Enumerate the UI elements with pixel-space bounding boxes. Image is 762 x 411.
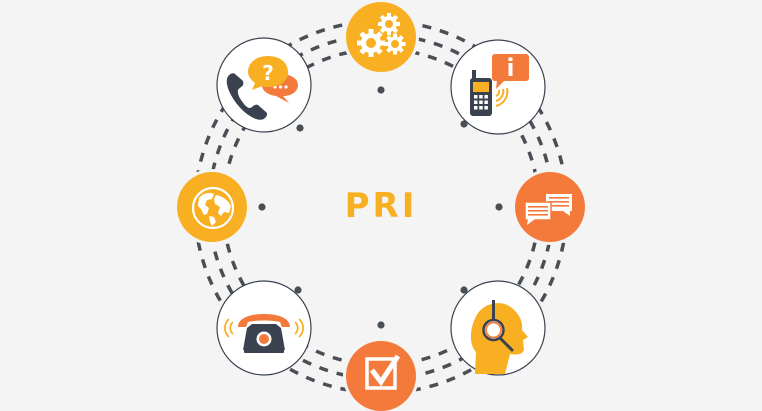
gears-icon: [357, 13, 406, 57]
checkbox-icon: [365, 354, 401, 390]
ringing-telephone-icon: [224, 314, 304, 353]
dot: [460, 286, 468, 294]
dot: [377, 321, 385, 329]
node-global: [174, 169, 250, 245]
dot: [495, 203, 503, 211]
dot: [294, 286, 302, 294]
mobile-phone-info-icon: [470, 54, 529, 116]
node-settings: [343, 0, 419, 75]
node-mobile-info: [450, 39, 546, 135]
node-checklist: [343, 338, 419, 411]
dot: [460, 120, 468, 128]
node-desk-phone: [216, 280, 312, 376]
node-phone-faq: ?: [216, 37, 312, 133]
globe-icon: [191, 186, 235, 230]
dot: [258, 203, 266, 211]
chat-bubbles-icon: [524, 194, 572, 225]
center-label: PRI: [344, 186, 418, 226]
headset-agent-icon: [470, 300, 528, 374]
inner-dots: [258, 86, 503, 329]
node-support-agent: [450, 280, 546, 376]
phone-question-icon: ?: [226, 56, 298, 120]
node-chat: [512, 169, 588, 245]
question-mark: ?: [262, 61, 274, 85]
dot: [296, 124, 304, 132]
dot: [377, 86, 385, 94]
